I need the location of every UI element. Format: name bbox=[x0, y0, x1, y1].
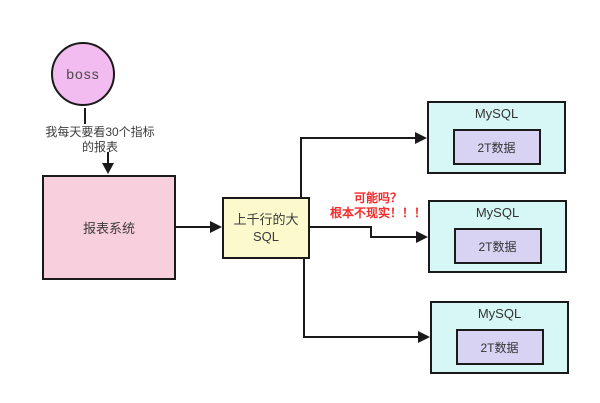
data-box: 2T数据 bbox=[452, 129, 541, 165]
mysql-node-middle: MySQL 2T数据 bbox=[428, 200, 567, 273]
boss-note-text: 我每天要看30个指标 的报表 bbox=[25, 125, 175, 155]
connector-sql-to-mysql-middle-seg3 bbox=[370, 236, 416, 238]
connector-report-to-sql bbox=[176, 226, 212, 228]
boss-note-line2: 的报表 bbox=[81, 140, 118, 154]
connector-sql-to-mysql-bottom-vertical bbox=[303, 259, 305, 338]
data-box: 2T数据 bbox=[455, 329, 544, 365]
mysql-node-top: MySQL 2T数据 bbox=[427, 101, 566, 174]
arrowhead-sql-to-mysql-top bbox=[415, 132, 427, 144]
connector-sql-to-mysql-middle-seg2 bbox=[370, 226, 372, 238]
arrowhead-note-to-report bbox=[102, 163, 114, 174]
mysql-title: MySQL bbox=[474, 106, 519, 121]
boss-node: boss bbox=[51, 42, 115, 106]
data-box: 2T数据 bbox=[453, 228, 542, 264]
annotation-text: 可能吗？ 根本不现实！！！ bbox=[323, 191, 433, 221]
connector-note-to-report bbox=[107, 152, 109, 165]
sql-label-line2: SQL bbox=[252, 229, 279, 244]
connector-sql-to-mysql-top-horizontal bbox=[300, 137, 415, 139]
annotation-line1: 可能吗？ bbox=[353, 191, 402, 205]
mysql-title: MySQL bbox=[477, 306, 522, 321]
boss-label: boss bbox=[66, 66, 100, 82]
sql-label-line1: 上千行的大 bbox=[233, 212, 299, 227]
connector-boss-to-note bbox=[84, 108, 86, 124]
arrowhead-sql-to-mysql-bottom bbox=[418, 331, 430, 343]
data-box-label: 2T数据 bbox=[477, 140, 516, 155]
connector-sql-to-mysql-middle-seg1 bbox=[310, 226, 372, 228]
arrowhead-report-to-sql bbox=[210, 221, 222, 233]
report-system-label: 报表系统 bbox=[82, 221, 135, 236]
connector-sql-to-mysql-bottom-horizontal bbox=[303, 336, 418, 338]
arrowhead-sql-to-mysql-middle bbox=[416, 231, 428, 243]
data-box-label: 2T数据 bbox=[480, 340, 519, 355]
connector-sql-to-mysql-top-vertical bbox=[300, 138, 302, 197]
report-system-node: 报表系统 bbox=[42, 175, 176, 280]
sql-node: 上千行的大 SQL bbox=[222, 197, 310, 259]
mysql-node-bottom: MySQL 2T数据 bbox=[430, 301, 569, 374]
mysql-title: MySQL bbox=[475, 205, 520, 220]
data-box-label: 2T数据 bbox=[478, 239, 517, 254]
boss-note-line1: 我每天要看30个指标 bbox=[45, 125, 155, 139]
annotation-line2: 根本不现实！！！ bbox=[329, 206, 426, 220]
